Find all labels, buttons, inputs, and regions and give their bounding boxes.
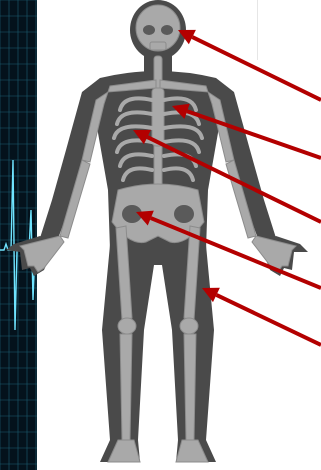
femur-arrow-shaft bbox=[216, 295, 321, 345]
sternum bbox=[152, 88, 164, 146]
